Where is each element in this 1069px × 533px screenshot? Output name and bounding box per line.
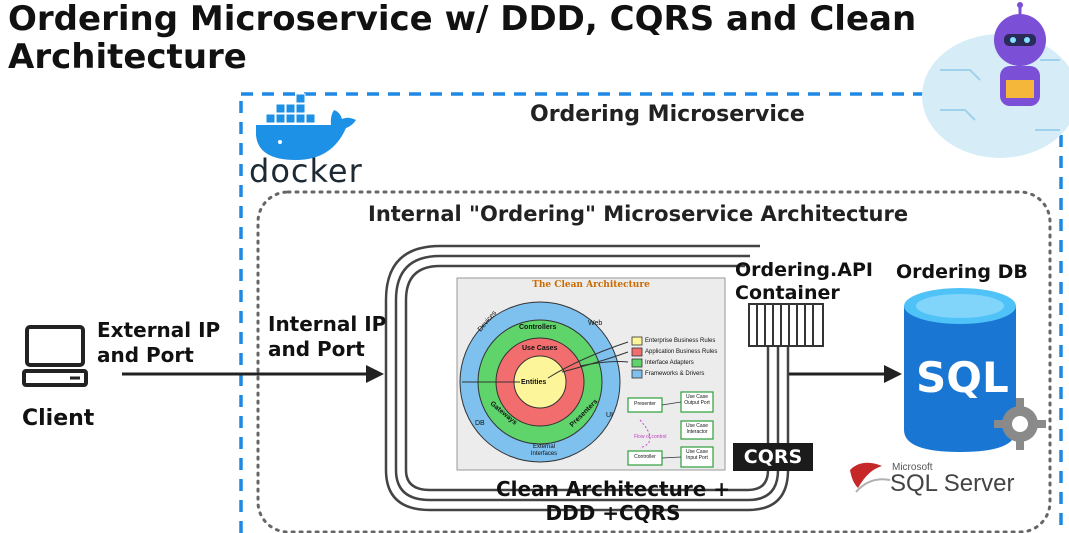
- ring-db: DB: [475, 420, 485, 427]
- sql-server-logo-icon: [850, 462, 891, 493]
- page-title: Ordering Microservice w/ DDD, CQRS and C…: [8, 0, 917, 77]
- sql-server-label: SQL Server: [890, 470, 1015, 497]
- ring-use-cases: Use Cases: [522, 345, 558, 352]
- ring-web: Web: [588, 320, 603, 327]
- ring-entities: Entities: [521, 379, 547, 386]
- clean-arch-title: The Clean Architecture: [532, 280, 650, 290]
- legend-frameworks: Frameworks & Drivers: [645, 371, 705, 377]
- client-computer-icon: [22, 325, 88, 387]
- flow-presenter: Presenter: [634, 401, 656, 407]
- clean-architecture-figure: [456, 277, 726, 471]
- mascot-logo-icon: [922, 2, 1069, 158]
- microservice-title: Ordering Microservice: [530, 102, 805, 127]
- flow-output-port: Use Case Output Port: [684, 394, 710, 406]
- internal-architecture-boundary: [256, 190, 1052, 533]
- sql-database-icon: [904, 288, 1046, 452]
- legend-enterprise: Enterprise Business Rules: [645, 338, 716, 344]
- flow-interactor: Use Case Interactor: [686, 423, 708, 435]
- architecture-caption: Clean Architecture + DDD +CQRS: [495, 477, 730, 525]
- cqrs-badge: CQRS: [733, 443, 813, 471]
- ring-ui: UI: [606, 412, 613, 419]
- external-ip-label: External IP and Port: [97, 318, 221, 367]
- legend-application: Application Business Rules: [645, 349, 718, 355]
- sql-server-vendor-small: Microsoft: [892, 462, 933, 473]
- flow-input-port: Use Case Input Port: [686, 449, 708, 461]
- legend-interface-adapters: Interface Adapters: [645, 360, 694, 366]
- docker-icon: [256, 93, 356, 160]
- flow-controller: Controller: [634, 454, 656, 460]
- database-title: Ordering DB: [896, 261, 1028, 283]
- api-container-icon: [748, 303, 824, 347]
- sql-text: SQL: [916, 353, 1009, 402]
- flow-of-control-label: Flow of control: [634, 434, 667, 440]
- db-request-arrowhead: [884, 365, 902, 383]
- ring-external-interfaces: External Interfaces: [530, 444, 558, 457]
- container-pipe: [384, 244, 790, 512]
- internal-architecture-title: Internal "Ordering" Microservice Archite…: [368, 202, 909, 226]
- docker-label: docker: [249, 152, 363, 190]
- api-container-label: Ordering.API Container: [735, 259, 873, 304]
- microservice-boundary: [239, 92, 1063, 533]
- internal-ip-label: Internal IP and Port: [268, 312, 387, 361]
- external-request-arrowhead: [366, 365, 384, 383]
- client-label: Client: [22, 406, 95, 431]
- ring-controllers: Controllers: [519, 324, 557, 331]
